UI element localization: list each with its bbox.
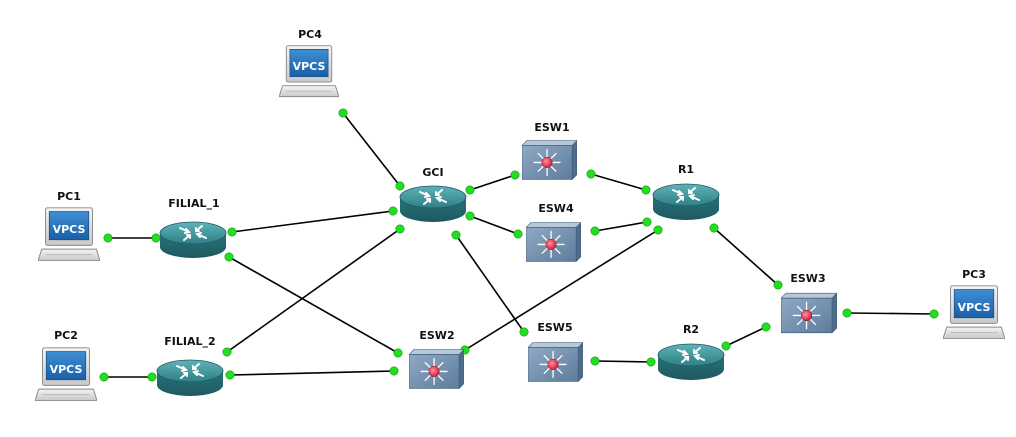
port-dot [646, 357, 656, 367]
vpcs-pc3[interactable]: VPCS PC3 [943, 268, 1005, 339]
vpcs-pc1[interactable]: VPCS PC1 [38, 190, 100, 261]
link-gci-esw4 [469, 215, 519, 235]
port-dot [99, 372, 109, 382]
switch-esw4[interactable]: ESW4 [526, 202, 581, 263]
vpcs-screen-text: VPCS [958, 301, 991, 314]
port-dot [929, 309, 939, 319]
router-filial1[interactable]: FILIAL_1 [158, 197, 228, 260]
link-pc4-gci [342, 112, 401, 187]
vpcs-screen-text: VPCS [53, 223, 86, 236]
link-esw5-r2 [594, 360, 652, 363]
node-label: R2 [683, 323, 699, 336]
port-dot [388, 206, 398, 216]
port-dot [842, 308, 852, 318]
link-esw2-r1 [464, 229, 659, 351]
port-dot [586, 169, 596, 179]
node-label: R1 [678, 163, 694, 176]
vpcs-pc2[interactable]: VPCS PC2 [35, 329, 97, 401]
port-dot [465, 211, 475, 221]
link-esw1-r1 [590, 173, 647, 191]
router-filial2[interactable]: FILIAL_2 [155, 335, 225, 398]
node-label: ESW2 [419, 329, 454, 342]
node-label: PC2 [54, 329, 78, 342]
link-r1-esw3 [713, 227, 779, 286]
port-dot [590, 226, 600, 236]
port-dot [393, 348, 403, 358]
link-esw4-r1 [594, 221, 648, 232]
link-filial1-esw2 [228, 256, 399, 354]
port-dot [103, 233, 113, 243]
link-gci-esw1 [469, 174, 516, 191]
switch-esw1[interactable]: ESW1 [522, 121, 577, 181]
node-label: FILIAL_1 [168, 197, 219, 210]
node-label: ESW5 [537, 321, 572, 334]
vpcs-screen-text: VPCS [50, 363, 83, 376]
switch-esw3[interactable]: ESW3 [781, 272, 837, 334]
port-dot [653, 225, 663, 235]
port-dot [641, 185, 651, 195]
port-dot [590, 356, 600, 366]
port-dot [513, 229, 523, 239]
node-label: FILIAL_2 [164, 335, 215, 348]
router-r1[interactable]: R1 [651, 163, 721, 222]
node-label: ESW4 [538, 202, 574, 215]
link-filial1-gci [231, 210, 394, 233]
port-dot [338, 108, 348, 118]
node-label: PC1 [57, 190, 81, 203]
port-dot [395, 181, 405, 191]
links-layer [104, 112, 935, 378]
switch-esw2[interactable]: ESW2 [409, 329, 464, 390]
node-label: PC3 [962, 268, 986, 281]
node-label: PC4 [298, 28, 322, 41]
link-filial2-esw2 [229, 370, 395, 376]
port-dot [773, 280, 783, 290]
link-gci-esw5 [455, 234, 525, 333]
port-dot [709, 223, 719, 233]
port-dot [721, 341, 731, 351]
port-dot [224, 252, 234, 262]
port-dot [395, 224, 405, 234]
vpcs-screen-text: VPCS [293, 60, 326, 73]
router-r2[interactable]: R2 [656, 323, 726, 382]
router-gci[interactable]: GCI [398, 166, 468, 224]
port-dot [451, 230, 461, 240]
node-label: ESW3 [790, 272, 825, 285]
link-filial2-gci [226, 228, 401, 353]
port-dot [151, 233, 161, 243]
port-status-layer [99, 108, 939, 382]
link-r2-esw3 [725, 326, 767, 347]
port-dot [147, 372, 157, 382]
port-dot [225, 370, 235, 380]
vpcs-pc4[interactable]: VPCS PC4 [279, 28, 339, 98]
port-dot [642, 217, 652, 227]
port-dot [519, 327, 529, 337]
port-dot [222, 347, 232, 357]
port-dot [510, 170, 520, 180]
port-dot [465, 185, 475, 195]
port-dot [389, 366, 399, 376]
node-label: ESW1 [534, 121, 569, 134]
port-dot [761, 322, 771, 332]
port-dot [227, 227, 237, 237]
link-esw3-pc3 [846, 312, 935, 315]
node-label: GCI [422, 166, 443, 179]
switch-esw5[interactable]: ESW5 [528, 321, 583, 383]
